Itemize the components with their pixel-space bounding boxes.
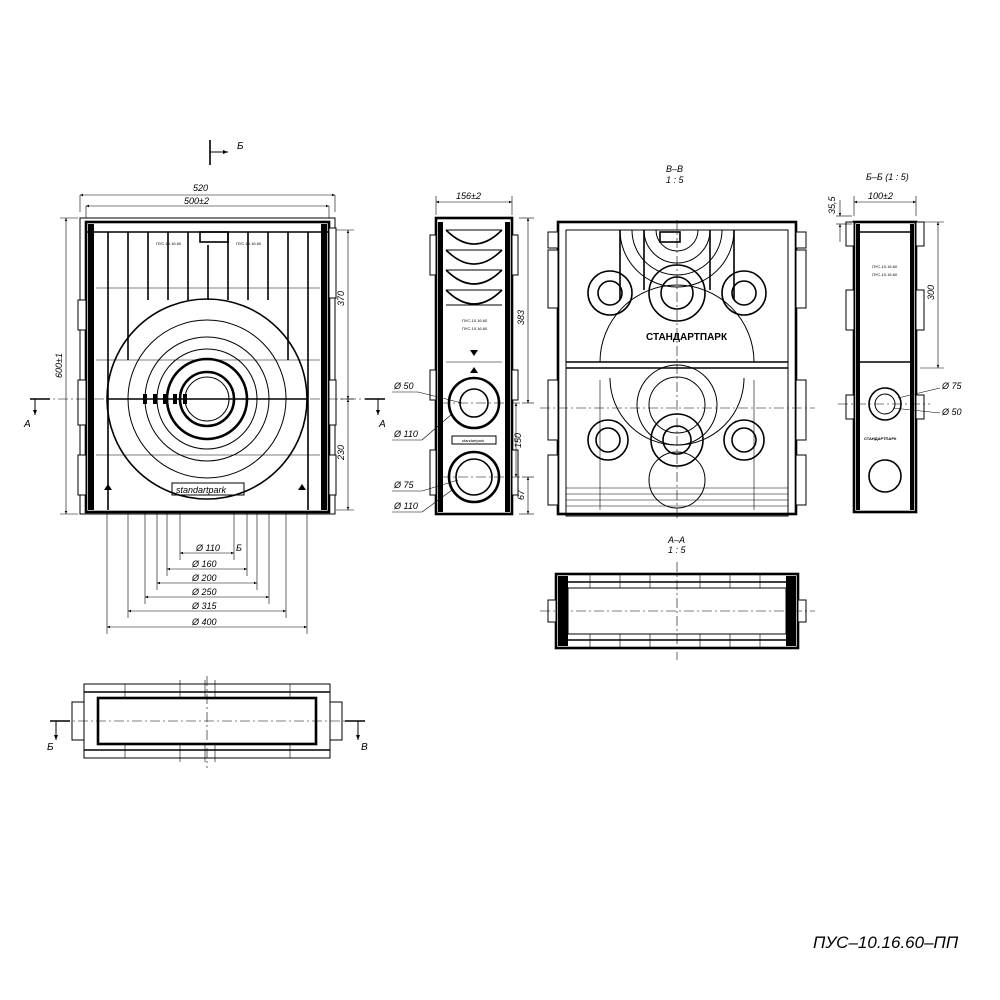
- section-vv-top-arcs: [599, 229, 755, 363]
- section-bb-knockout-lower: [868, 459, 902, 493]
- dim-width-outer: 520: [193, 183, 208, 193]
- section-bb-title: Б–Б (1 : 5): [866, 172, 909, 182]
- section-aa: А–А 1 : 5: [540, 535, 815, 660]
- section-aa-ticks: [589, 574, 761, 648]
- section-bb-label-d50: Ø 50: [941, 407, 962, 417]
- section-vv-scale: 1 : 5: [666, 175, 685, 185]
- front-section-a-right: А: [378, 419, 386, 430]
- section-vv-logo: СТАНДАРТПАРК: [646, 332, 728, 343]
- section-vv: В–В 1 : 5: [540, 164, 815, 518]
- front-outer-frame: [79, 217, 336, 515]
- front-logo-plate: [171, 482, 245, 496]
- svg-text:ПУС-10.16.60: ПУС-10.16.60: [872, 264, 898, 269]
- svg-text:Ø 400: Ø 400: [191, 617, 217, 627]
- side-dim-150: 150: [513, 433, 523, 448]
- svg-text:ПУС-10.16.60: ПУС-10.16.60: [156, 241, 182, 246]
- side-view: ПУС-10.16.60 ПУС-10.16.60 standartpark 1…: [392, 191, 534, 516]
- section-vv-knockout-ur: [721, 270, 767, 316]
- section-vv-knockout-ul: [587, 270, 633, 316]
- dim-height: 600±1: [54, 353, 64, 378]
- side-dim-width: 156±2: [456, 191, 481, 201]
- side-label-d75: Ø 75: [393, 480, 415, 490]
- section-vv-knockout-lr: [723, 419, 765, 461]
- front-section-a-left: А: [23, 419, 31, 430]
- svg-text:Ø 200: Ø 200: [191, 573, 217, 583]
- dim-width-inner: 500±2: [184, 196, 209, 206]
- drawing-code: ПУС–10.16.60–ПП: [813, 933, 959, 952]
- side-label-d50: Ø 50: [393, 381, 414, 391]
- section-bb-dim-35: 35,5: [827, 195, 837, 214]
- section-bb-dim-width: 100±2: [868, 191, 893, 201]
- section-vv-title: В–В: [666, 164, 683, 174]
- section-aa-title: А–А: [667, 535, 685, 545]
- section-vv-knockout-ll: [587, 419, 629, 461]
- svg-text:Ø 110: Ø 110: [195, 543, 220, 553]
- section-bb-logo: СТАНДАРТПАРК: [864, 436, 897, 441]
- side-top-arcs: [445, 229, 503, 306]
- svg-text:ПУС-10.16.60: ПУС-10.16.60: [462, 326, 488, 331]
- front-handle-slot: [199, 231, 229, 243]
- svg-text:Ø 160: Ø 160: [191, 559, 217, 569]
- front-section-b-bottom: Б: [236, 543, 242, 553]
- section-aa-scale: 1 : 5: [668, 545, 687, 555]
- front-inner-frame: [84, 220, 331, 514]
- dim-lower: 230: [336, 445, 346, 461]
- plan-section-b: Б: [47, 742, 54, 753]
- side-label-d110a: Ø 110: [393, 429, 418, 439]
- svg-text:Ø 315: Ø 315: [191, 601, 218, 611]
- svg-text:ПУС-10.16.60: ПУС-10.16.60: [872, 272, 898, 277]
- front-vertical-ribs: [96, 232, 320, 510]
- plan-section-v: В: [361, 742, 368, 753]
- side-knockout-110-upper: [447, 376, 501, 430]
- front-section-b-top: Б: [237, 141, 244, 152]
- side-dim-67: 67: [516, 489, 526, 500]
- section-bb-label-d75: Ø 75: [941, 381, 963, 391]
- plan-ticks: [124, 680, 291, 762]
- front-diameter-dims: Ø 110 Б Ø 160 Ø 200 Ø 250 Ø 315 Ø 400: [106, 512, 308, 634]
- svg-text:Ø 250: Ø 250: [191, 587, 217, 597]
- front-logo: standartpark: [176, 485, 227, 495]
- side-knockout-75: [455, 458, 493, 496]
- svg-text:ПУС-10.16.60: ПУС-10.16.60: [236, 241, 262, 246]
- side-label-d110b: Ø 110: [393, 501, 418, 511]
- front-left-wall: [77, 224, 337, 510]
- section-bb: Б–Б (1 : 5) ПУС-10.16.60 ПУС-10.16.60 СТ…: [827, 172, 963, 514]
- front-view: ПУС-10.16.60 ПУС-10.16.60 standartpark: [23, 140, 386, 634]
- svg-text:ПУС-10.16.60: ПУС-10.16.60: [462, 318, 488, 323]
- plan-view: Б В: [47, 676, 368, 768]
- section-bb-dim-300: 300: [926, 285, 936, 300]
- side-dim-383: 383: [516, 310, 526, 325]
- side-logo: standartpark: [462, 438, 484, 443]
- section-bb-outer-frame: [852, 220, 918, 514]
- dim-upper: 370: [336, 291, 346, 306]
- side-outer-frame: [434, 216, 514, 516]
